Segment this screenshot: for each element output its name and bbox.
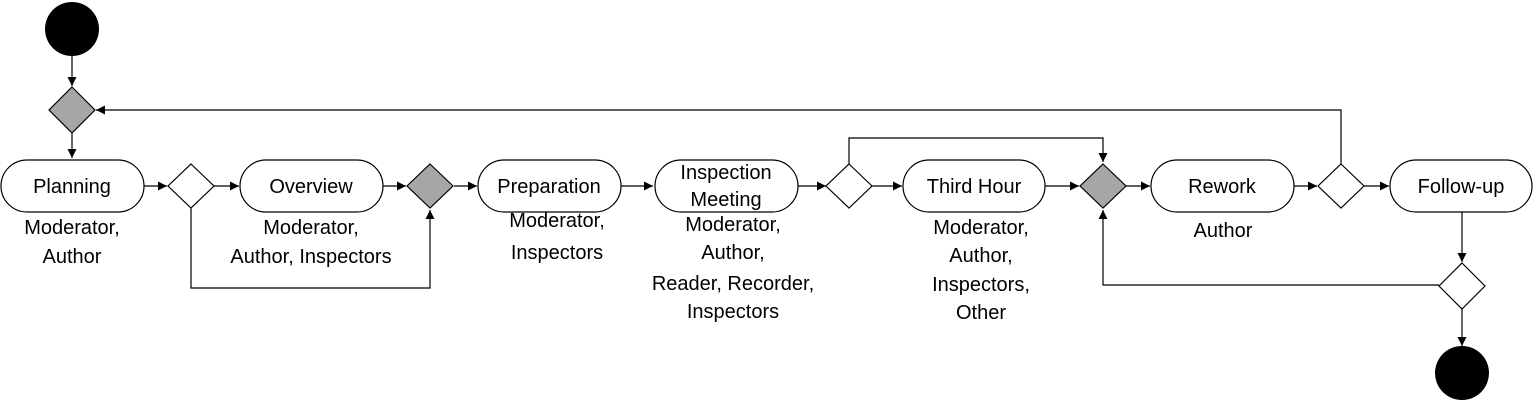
overview-role-line: Moderator,	[263, 217, 359, 239]
overview-label: Overview	[269, 176, 353, 198]
activity-third-hour: Third Hour Moderator, Author, Inspectors…	[902, 159, 1046, 324]
inspection-meeting-role-line: Reader, Recorder,	[652, 273, 814, 295]
inspection-meeting-role-line: Moderator,	[685, 214, 781, 236]
planning-role-line: Author	[43, 246, 102, 268]
preparation-role-line: Moderator,	[509, 210, 605, 232]
end-node	[1435, 346, 1489, 400]
edge-reinspect-loop	[96, 105, 1342, 164]
start-node	[45, 2, 99, 56]
overview-box	[239, 159, 384, 213]
activity-inspection-meeting: Inspection Meeting Moderator, Author, Re…	[652, 159, 814, 323]
edge-skip-overview	[190, 208, 435, 289]
third-hour-role-line: Inspectors,	[932, 274, 1030, 296]
merge-diamond-start	[48, 86, 96, 134]
activity-overview: Overview Moderator, Author, Inspectors	[230, 159, 392, 268]
follow-up-box	[1389, 159, 1533, 213]
third-hour-label: Third Hour	[927, 176, 1022, 198]
third-hour-role-line: Moderator,	[933, 217, 1029, 239]
rework-box	[1150, 159, 1295, 213]
activity-preparation: Preparation Moderator, Inspectors	[477, 159, 622, 264]
third-hour-role-line: Other	[956, 302, 1006, 324]
preparation-box	[477, 159, 622, 213]
preparation-label: Preparation	[497, 176, 600, 198]
inspection-meeting-label-line: Inspection	[680, 162, 771, 184]
decision-diamond-third-hour	[825, 163, 873, 209]
planning-role-line: Moderator,	[24, 217, 120, 239]
inspection-meeting-role-line: Author,	[701, 242, 764, 264]
merge-diamond-rework	[1079, 163, 1127, 209]
edge-skip-third-hour	[848, 137, 1108, 164]
preparation-role-line: Inspectors	[511, 242, 603, 264]
overview-role-line: Author, Inspectors	[230, 246, 391, 268]
inspection-meeting-box	[654, 159, 799, 213]
third-hour-role-line: Author,	[949, 245, 1012, 267]
rework-label: Rework	[1188, 176, 1257, 198]
planning-box	[0, 159, 145, 213]
activity-follow-up: Follow-up	[1389, 159, 1533, 213]
edge-rework-loop	[1098, 210, 1439, 286]
activity-rework: Rework Author	[1150, 159, 1295, 242]
decision-diamond-follow-up	[1317, 163, 1365, 209]
decision-diamond-end	[1438, 262, 1486, 310]
inspection-meeting-label-line: Meeting	[690, 189, 761, 211]
third-hour-box	[902, 159, 1046, 213]
activity-planning: Planning Moderator, Author	[0, 159, 145, 268]
follow-up-label: Follow-up	[1418, 176, 1505, 198]
inspection-meeting-role-line: Inspectors	[687, 301, 779, 323]
planning-label: Planning	[33, 176, 111, 198]
decision-diamond-overview	[167, 163, 215, 209]
rework-role-line: Author	[1194, 220, 1253, 242]
merge-diamond-overview	[406, 163, 454, 209]
edges	[67, 56, 1467, 346]
